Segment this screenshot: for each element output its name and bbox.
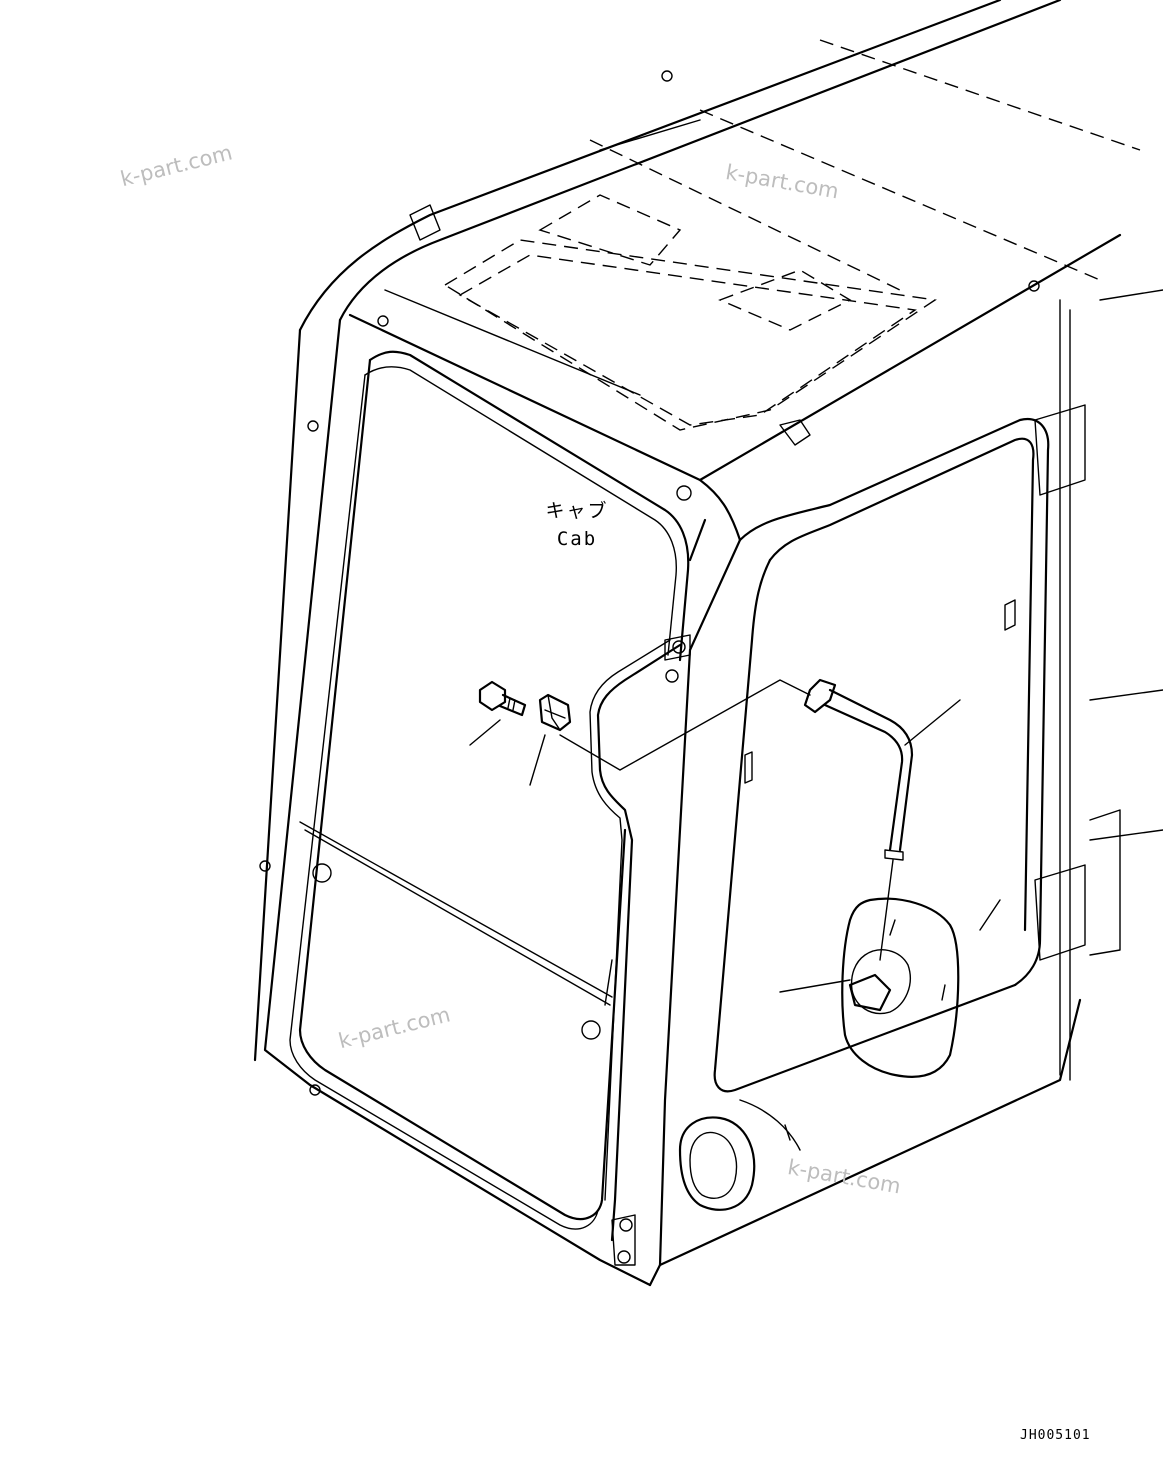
cab-roof [298, 0, 1141, 542]
mirror [841, 859, 960, 1078]
cab-label-english: Cab [556, 528, 598, 550]
mirror-stay [803, 678, 914, 861]
clamp [538, 693, 572, 732]
drawing-code: JH005101 [1020, 1428, 1091, 1443]
cab-rear-panel [253, 318, 690, 1287]
bolt [478, 680, 527, 717]
leader-lines [469, 679, 961, 993]
cab-door-panel [648, 289, 1163, 1287]
cab-label-japanese: キャブ [545, 500, 609, 522]
side-lamp [678, 1099, 801, 1211]
grab-handle [589, 634, 691, 1266]
